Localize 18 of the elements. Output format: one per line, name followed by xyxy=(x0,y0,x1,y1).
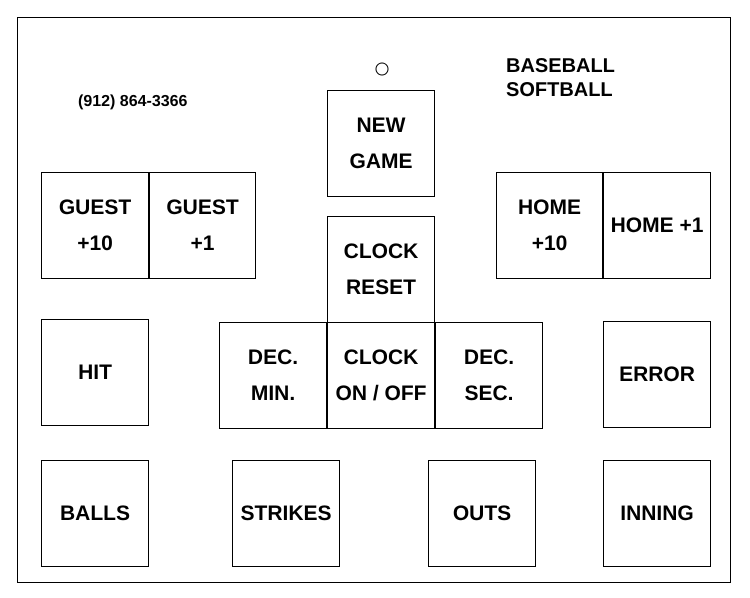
keypad-key: INNING xyxy=(603,460,711,567)
keypad-key: STRIKES xyxy=(232,460,340,567)
keypad-key: NEW GAME xyxy=(327,90,435,197)
phone-number: (912) 864-3366 xyxy=(78,94,188,110)
keypad-key: DEC. SEC. xyxy=(435,322,543,429)
keypad-key: DEC. MIN. xyxy=(219,322,327,429)
keypad-key: CLOCK RESET xyxy=(327,216,435,323)
keypad-key: GUEST +1 xyxy=(149,172,256,279)
keypad-key: CLOCK ON / OFF xyxy=(327,322,435,429)
keypad-key: HOME +10 xyxy=(496,172,603,279)
sport-mode-label: SOFTBALL xyxy=(506,80,613,100)
keypad-key: ERROR xyxy=(603,321,711,428)
keypad-key: OUTS xyxy=(428,460,536,567)
keypad-key: HOME +1 xyxy=(603,172,711,279)
sport-mode-label: BASEBALL xyxy=(506,56,615,76)
keypad-key: GUEST +10 xyxy=(41,172,149,279)
keypad-key: HIT xyxy=(41,319,149,426)
keypad-key: BALLS xyxy=(41,460,149,567)
